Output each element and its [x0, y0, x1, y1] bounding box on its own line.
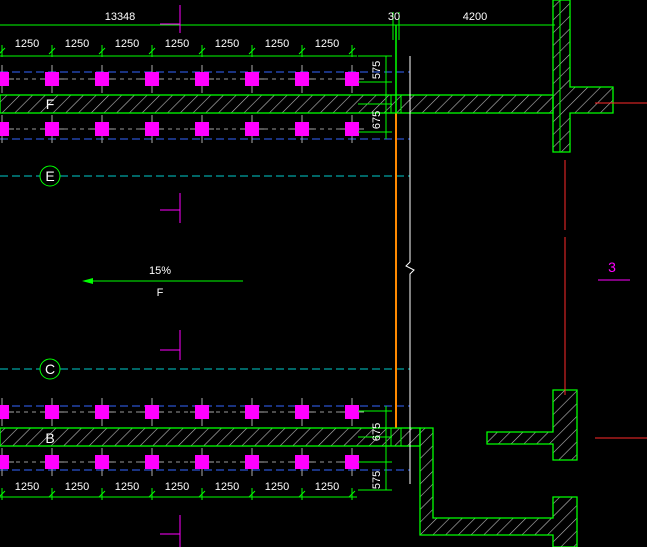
spacing-top-label: 1250 — [165, 38, 189, 50]
spacing-bottom-label: 1250 — [265, 481, 289, 493]
pier — [340, 65, 364, 93]
pier — [340, 115, 364, 143]
pier — [240, 448, 264, 476]
spacing-bottom-label: 1250 — [165, 481, 189, 493]
pier — [0, 115, 14, 143]
dim-v-575-top: 575 — [371, 61, 383, 79]
pier — [240, 115, 264, 143]
beam-b — [0, 427, 421, 447]
spacing-dimension-top: 1250 1250 1250 1250 1250 1250 1250 — [0, 38, 357, 57]
pier — [340, 398, 364, 426]
axis-bubble-f: F — [46, 96, 55, 112]
spacing-top-label: 1250 — [15, 38, 39, 50]
axis-bubble-e: E — [39, 165, 61, 187]
spacing-top-label: 1250 — [115, 38, 139, 50]
axis-label-e: E — [45, 168, 54, 184]
top-dimension: 13348 30 4200 — [0, 11, 555, 40]
section-mark: 3 — [598, 259, 630, 281]
dim-gap-label: 30 — [388, 11, 400, 23]
pier — [190, 448, 214, 476]
pier — [40, 115, 64, 143]
spacing-top-label: 1250 — [65, 38, 89, 50]
slab-edge — [390, 25, 402, 447]
pier — [290, 448, 314, 476]
dim-v-575-bottom: 575 — [371, 471, 383, 489]
vertical-dimension: 575 675 675 575 — [358, 55, 392, 491]
pier — [0, 65, 14, 93]
pier — [90, 448, 114, 476]
pier — [140, 398, 164, 426]
spacing-bottom-label: 1250 — [15, 481, 39, 493]
section-label: 3 — [608, 259, 616, 275]
pier — [90, 398, 114, 426]
spacing-bottom-label: 1250 — [315, 481, 339, 493]
pier — [190, 398, 214, 426]
pier — [140, 448, 164, 476]
pier-rows — [0, 65, 364, 476]
axis-bubble-b: B — [45, 430, 54, 446]
slope-mark: F — [157, 287, 164, 299]
pier — [240, 65, 264, 93]
axis-label-b: B — [45, 430, 54, 446]
pier — [40, 398, 64, 426]
magenta-markers — [160, 5, 181, 547]
spacing-bottom-label: 1250 — [65, 481, 89, 493]
dim-v-675-bottom: 675 — [371, 423, 383, 441]
pier — [0, 398, 14, 426]
wall-right-bottom — [419, 389, 578, 547]
pier — [0, 448, 14, 476]
dim-v-675-top: 675 — [371, 111, 383, 129]
axis-bubble-c: C — [39, 358, 61, 380]
pier — [90, 65, 114, 93]
red-gridlines — [564, 102, 647, 439]
dim-right-label: 4200 — [463, 11, 487, 23]
pier — [290, 65, 314, 93]
spacing-dimension-bottom: 1250 1250 1250 1250 1250 1250 1250 — [0, 481, 357, 500]
dim-total-label: 13348 — [105, 11, 136, 23]
spacing-top-label: 1250 — [315, 38, 339, 50]
spacing-bottom-label: 1250 — [215, 481, 239, 493]
axis-label-f: F — [46, 96, 55, 112]
slope-value: 15% — [149, 265, 171, 277]
pier — [290, 398, 314, 426]
pier — [290, 115, 314, 143]
pier — [190, 115, 214, 143]
pier — [90, 115, 114, 143]
spacing-top-label: 1250 — [215, 38, 239, 50]
pier — [240, 398, 264, 426]
break-line — [405, 56, 415, 484]
slope-arrow: 15% F — [82, 265, 243, 299]
pier — [40, 448, 64, 476]
wall-right-top — [552, 0, 614, 153]
spacing-bottom-label: 1250 — [115, 481, 139, 493]
pier — [40, 65, 64, 93]
beam-f — [0, 94, 554, 114]
spacing-top-label: 1250 — [265, 38, 289, 50]
pier — [140, 65, 164, 93]
pier — [140, 115, 164, 143]
axis-label-c: C — [45, 361, 55, 377]
pier — [190, 65, 214, 93]
